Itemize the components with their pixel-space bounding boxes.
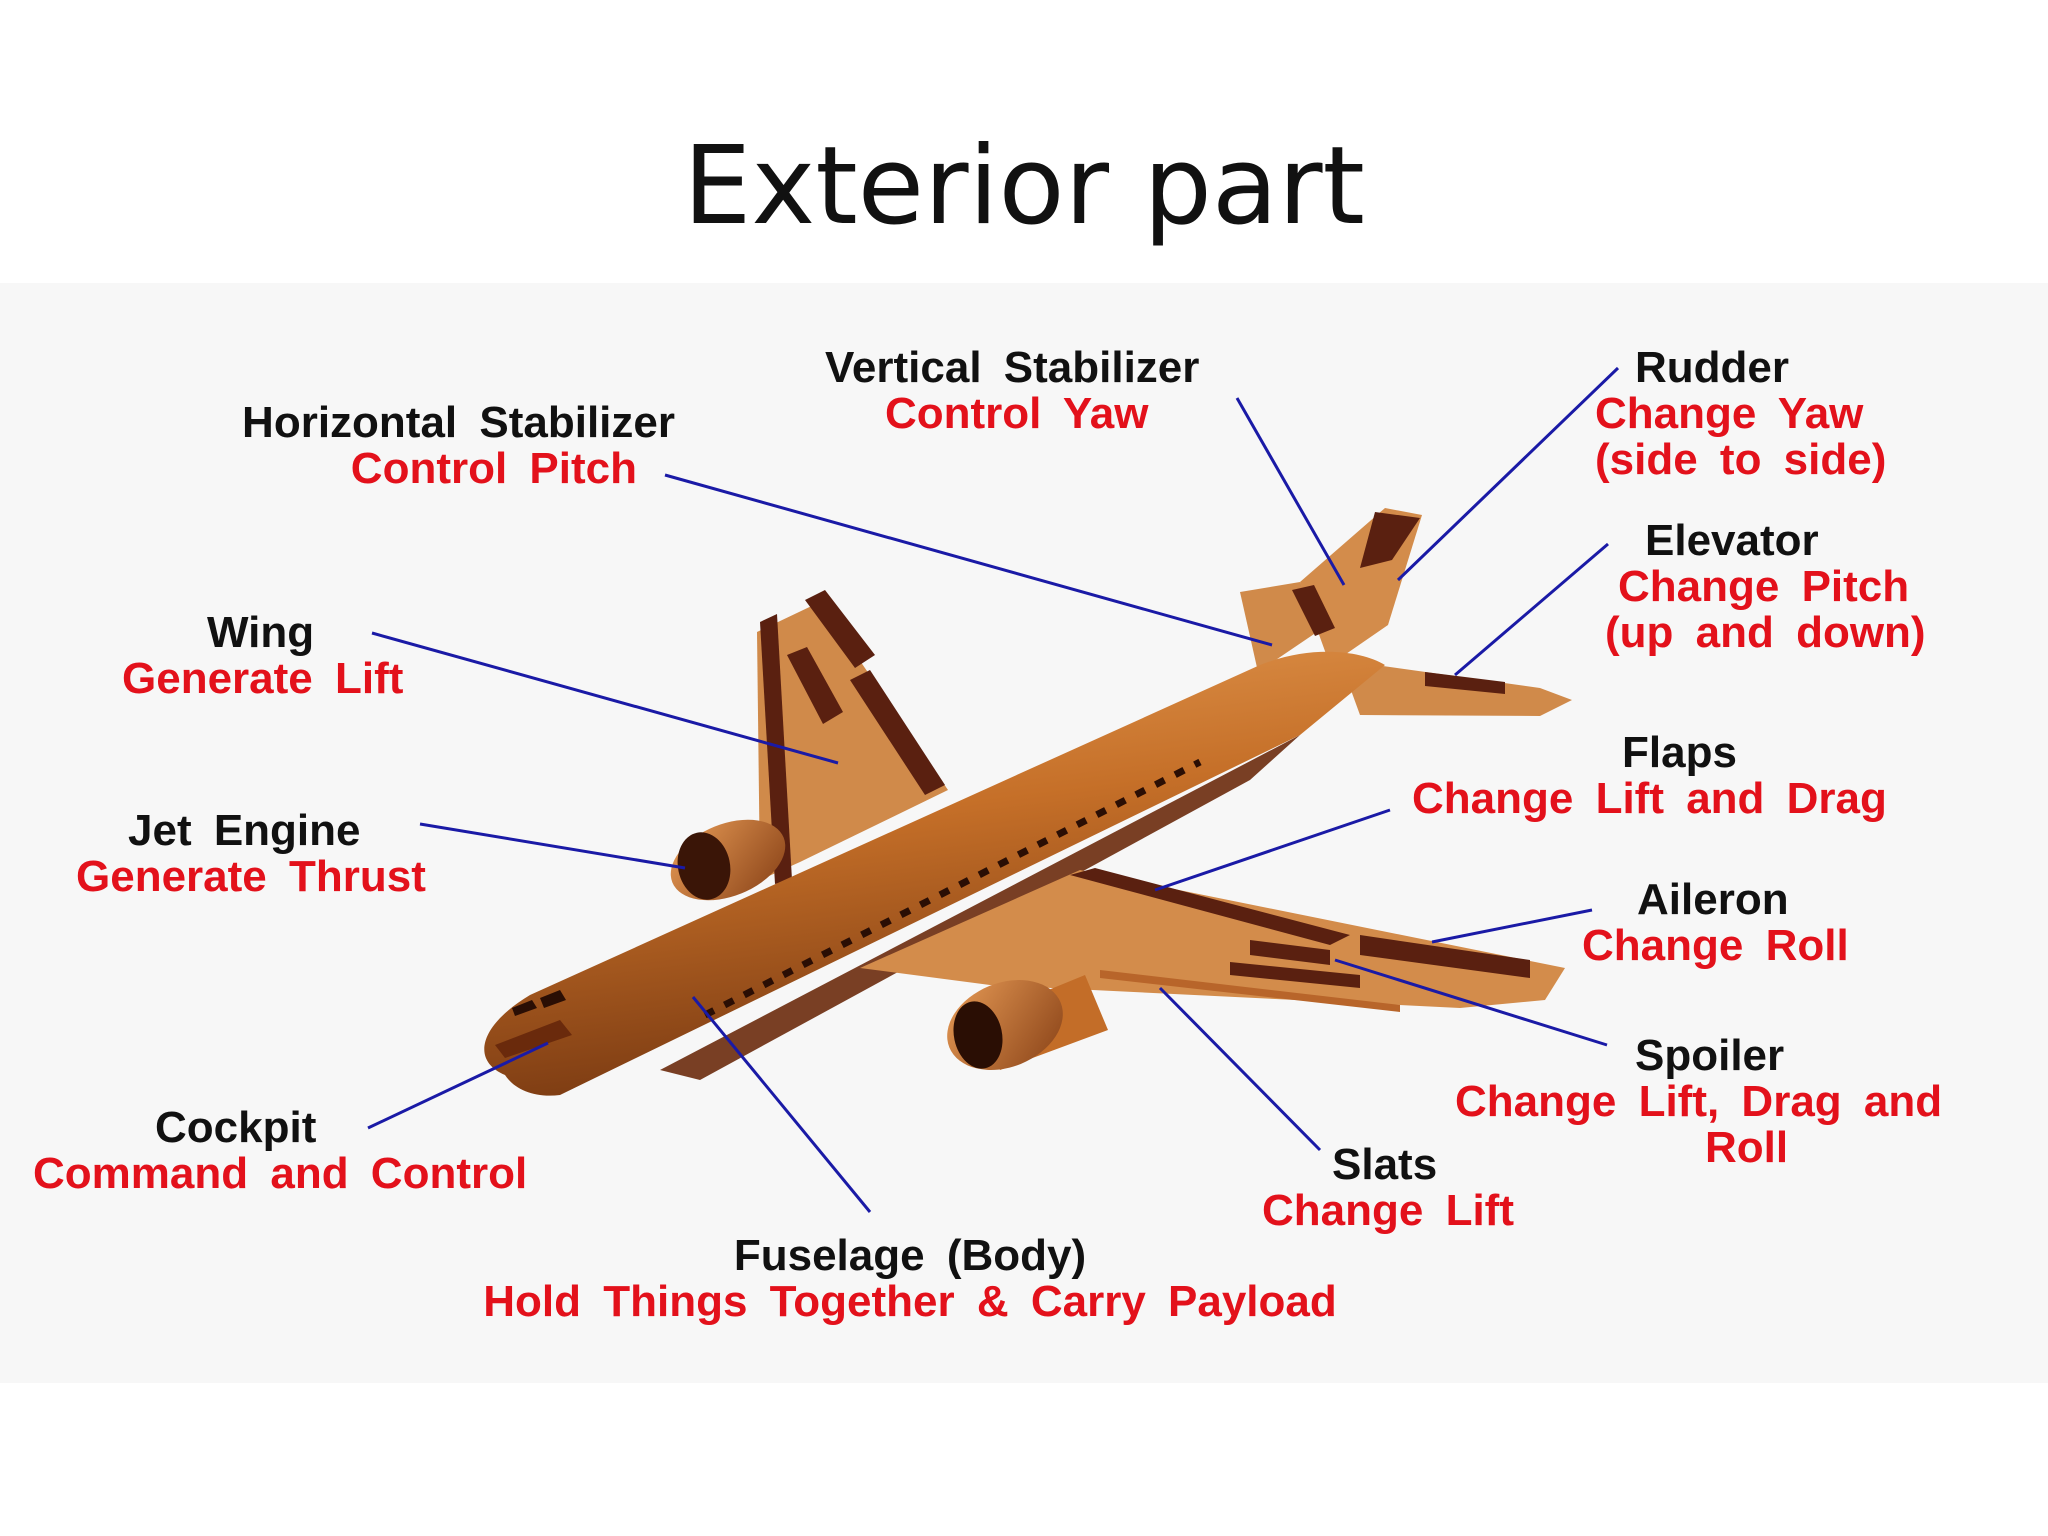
vertical-stabilizer-name: Vertical Stabilizer xyxy=(825,343,1200,392)
label-elevator: Elevator Change Pitch (up and down) xyxy=(1605,518,1926,656)
leader-elevator xyxy=(1454,542,1609,677)
slats-name: Slats xyxy=(1332,1140,1438,1189)
wing-function: Generate Lift xyxy=(122,654,404,703)
elevator-function: Change Pitch xyxy=(1618,562,1910,611)
rudder-function-detail: (side to side) xyxy=(1595,435,1887,484)
label-aileron: Aileron Change Roll xyxy=(1582,877,1849,969)
leader-rudder xyxy=(1396,366,1620,582)
spoiler-function-detail: Roll xyxy=(1705,1123,1789,1172)
label-cockpit: Cockpit Command and Control xyxy=(33,1105,527,1197)
leader-aileron xyxy=(1431,908,1593,944)
leader-spoiler xyxy=(1334,958,1608,1047)
jet-engine-name: Jet Engine xyxy=(128,806,361,855)
leader-vertical-stabilizer xyxy=(1235,397,1346,586)
leader-jet-engine xyxy=(419,822,686,870)
label-slats: Slats Change Lift xyxy=(1262,1142,1514,1234)
flaps-name: Flaps xyxy=(1622,728,1737,777)
rudder-function: Change Yaw xyxy=(1595,389,1864,438)
fuselage-function: Hold Things Together & Carry Payload xyxy=(483,1277,1337,1326)
wing-name: Wing xyxy=(207,608,315,657)
elevator-function-detail: (up and down) xyxy=(1605,608,1926,657)
fuselage-name: Fuselage (Body) xyxy=(733,1231,1087,1280)
label-rudder: Rudder Change Yaw (side to side) xyxy=(1595,345,1886,483)
aileron-name: Aileron xyxy=(1637,875,1789,924)
near-wing xyxy=(860,868,1565,1012)
rudder-name: Rudder xyxy=(1635,343,1789,392)
jet-engine-function: Generate Thrust xyxy=(76,852,426,901)
far-wing xyxy=(757,590,948,884)
label-flaps: Flaps Change Lift and Drag xyxy=(1412,730,1887,822)
horizontal-stabilizer-function: Control Pitch xyxy=(350,444,637,493)
spoiler-function: Change Lift, Drag and xyxy=(1455,1077,1943,1126)
label-spoiler: Spoiler Change Lift, Drag and Roll xyxy=(1455,1033,1942,1171)
tail xyxy=(1240,508,1572,716)
leader-horizontal-stabilizer xyxy=(664,473,1273,647)
cockpit-function: Command and Control xyxy=(33,1149,528,1198)
spoiler-name: Spoiler xyxy=(1635,1031,1785,1080)
leader-flaps xyxy=(1154,808,1391,892)
label-wing: Wing Generate Lift xyxy=(122,610,403,702)
leader-slats xyxy=(1158,986,1322,1152)
slide-title: Exterior part xyxy=(683,124,1365,249)
leader-wing xyxy=(371,631,839,765)
aileron-function: Change Roll xyxy=(1582,921,1849,970)
fuselage xyxy=(484,651,1385,1096)
leader-cockpit xyxy=(367,1041,549,1130)
label-fuselage: Fuselage (Body) Hold Things Together & C… xyxy=(400,1233,1420,1325)
cockpit-name: Cockpit xyxy=(155,1103,317,1152)
vertical-stabilizer-function: Control Yaw xyxy=(885,389,1149,438)
elevator-name: Elevator xyxy=(1645,516,1819,565)
horizontal-stabilizer-name: Horizontal Stabilizer xyxy=(242,398,675,447)
label-vertical-stabilizer: Vertical Stabilizer Control Yaw xyxy=(825,345,1199,437)
flaps-function: Change Lift and Drag xyxy=(1412,774,1887,823)
leader-fuselage xyxy=(691,996,872,1213)
leader-lines xyxy=(367,366,1620,1213)
near-engine xyxy=(947,975,1108,1070)
label-horizontal-stabilizer: Horizontal Stabilizer Control Pitch xyxy=(100,400,675,492)
far-engine xyxy=(670,819,786,901)
slats-function: Change Lift xyxy=(1262,1186,1514,1235)
label-jet-engine: Jet Engine Generate Thrust xyxy=(76,808,426,900)
